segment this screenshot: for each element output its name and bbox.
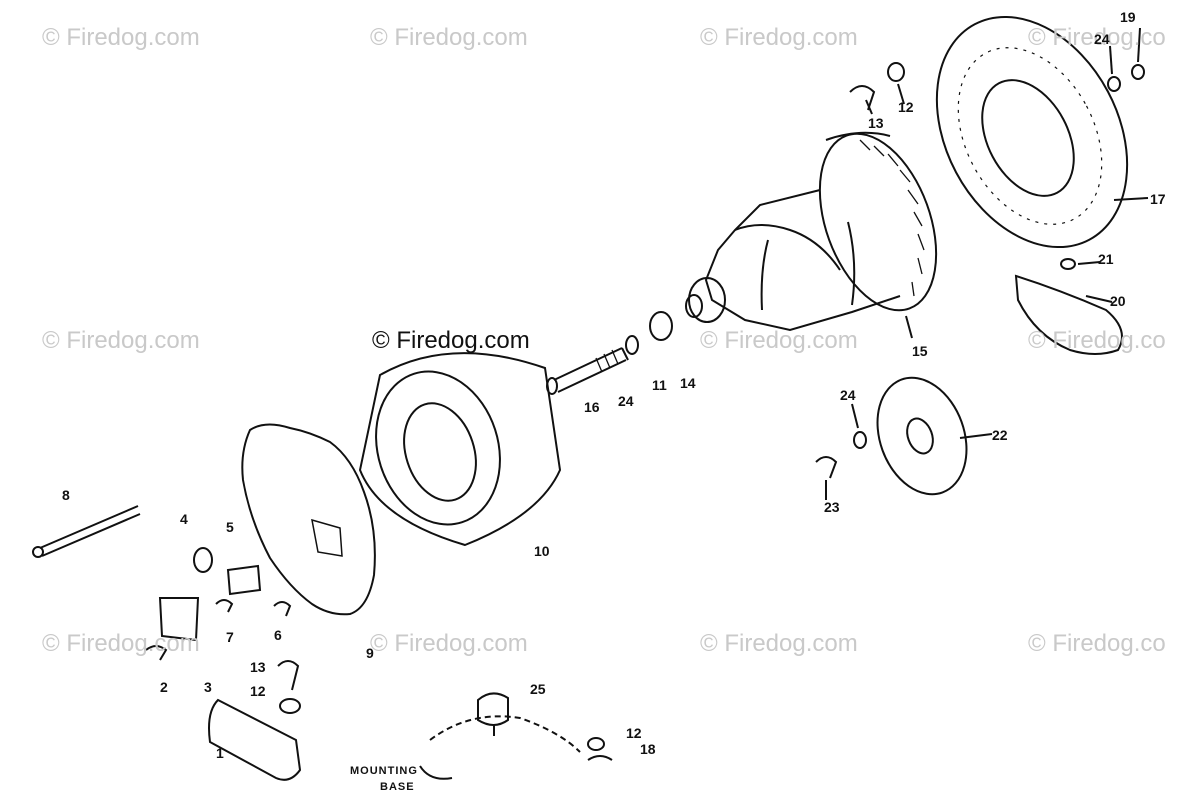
leader-17 <box>1113 197 1149 201</box>
plate-3 <box>158 597 200 642</box>
part-label-23: 23 <box>824 499 840 515</box>
washer-12-upper <box>887 62 905 82</box>
nut-24-top <box>1107 76 1121 92</box>
part-label-12: 12 <box>626 725 642 741</box>
part-label-3: 3 <box>204 679 212 695</box>
part-label-24: 24 <box>840 387 856 403</box>
leader-24 <box>851 403 859 429</box>
washer-disc-22 <box>876 376 968 496</box>
rod-8 <box>32 505 141 558</box>
screw-7 <box>215 599 234 613</box>
part-label-15: 15 <box>912 343 928 359</box>
part-label-2: 2 <box>160 679 168 695</box>
watermark: © Firedog.com <box>370 24 528 51</box>
plate-20 <box>1014 274 1123 355</box>
watermark: © Firedog.co <box>1028 327 1166 354</box>
screw-2 <box>145 645 168 661</box>
part-label-5: 5 <box>226 519 234 535</box>
part-label-22: 22 <box>992 427 1008 443</box>
leader-22 <box>959 433 993 439</box>
screw-13 <box>277 660 300 691</box>
watermark: © Firedog.com <box>42 24 200 51</box>
part-label-24: 24 <box>1094 31 1110 47</box>
bushing-4 <box>193 547 213 573</box>
part-label-25: 25 <box>530 681 546 697</box>
part-label-21: 21 <box>1098 251 1114 267</box>
part-label-7: 7 <box>226 629 234 645</box>
watermark: © Firedog.com <box>700 327 858 354</box>
motor-housing-15 <box>685 131 938 332</box>
part-label-16: 16 <box>584 399 600 415</box>
part-label-11: 11 <box>652 377 667 393</box>
watermark: © Firedog.com <box>42 630 200 657</box>
part-label-19: 19 <box>1120 9 1136 25</box>
watermark: © Firedog.com <box>700 630 858 657</box>
watermark: © Firedog.co <box>1028 630 1166 657</box>
watermark: © Firedog.com <box>700 24 858 51</box>
nut-24-lower <box>853 431 867 449</box>
watermark: © Firedog.co <box>1028 24 1166 51</box>
bolt-16 <box>546 347 629 395</box>
part-label-14: 14 <box>680 375 696 391</box>
part-label-4: 4 <box>180 511 188 527</box>
part-label-24: 24 <box>618 393 634 409</box>
leader-19 <box>1137 27 1141 63</box>
washer-18 <box>587 737 605 751</box>
leader-15 <box>905 315 913 339</box>
knob-25 <box>477 692 509 726</box>
leader-20 <box>1085 295 1113 303</box>
watermark: © Firedog.com <box>42 327 200 354</box>
leader-21 <box>1077 261 1101 265</box>
part-label-6: 6 <box>274 627 282 643</box>
cover-plate-9 <box>241 423 376 616</box>
part-label-8: 8 <box>62 487 70 503</box>
part-label-18: 18 <box>640 741 656 757</box>
part-label-20: 20 <box>1110 293 1126 309</box>
part-label-9: 9 <box>366 645 374 661</box>
part-label-13: 13 <box>250 659 266 675</box>
watermark: © Firedog.com <box>372 327 530 354</box>
part-label-10: 10 <box>534 543 550 559</box>
leader-12 <box>897 83 905 105</box>
mounting-base-arc <box>429 715 581 753</box>
drum-10 <box>358 352 562 547</box>
part-label-17: 17 <box>1150 191 1166 207</box>
mounting-base-label: MOUNTING <box>350 765 418 777</box>
bolt-23 <box>815 456 838 479</box>
part-label-1: 1 <box>216 745 224 761</box>
leader-24-top <box>1109 45 1113 75</box>
base-block-1 <box>208 698 302 781</box>
mounting-base-label: BASE <box>380 781 415 793</box>
flange-disc-17 <box>935 15 1129 249</box>
leader-13 <box>865 99 873 115</box>
part-label-12: 12 <box>250 683 266 699</box>
screw-13-upper <box>849 85 876 111</box>
washer-12 <box>279 698 301 714</box>
disc-11 <box>649 311 673 341</box>
watermark: © Firedog.com <box>370 630 528 657</box>
nut-6 <box>273 601 292 617</box>
part-label-12: 12 <box>898 99 914 115</box>
bracket-5 <box>226 564 262 596</box>
screw-21 <box>1060 258 1076 270</box>
washer-19 <box>1131 64 1145 80</box>
part-label-13: 13 <box>868 115 884 131</box>
washer-24-upper <box>625 335 639 355</box>
